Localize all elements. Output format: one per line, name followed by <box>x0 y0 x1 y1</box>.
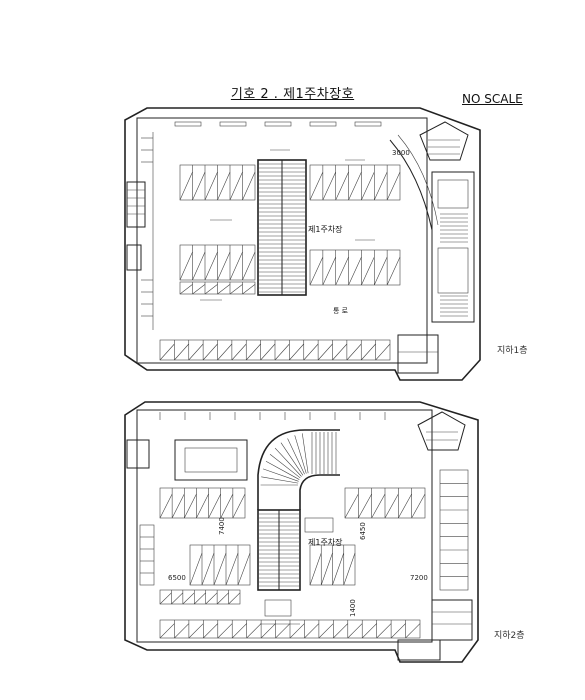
plan-b1-left-core <box>126 181 146 228</box>
plan-b2-dim-1: 7400 <box>218 517 226 535</box>
plan-b2-level-label: 지하2층 <box>494 631 525 641</box>
plan-b1: 3000 제1주차장 통 로 <box>124 107 481 381</box>
plan-b2-room <box>174 439 248 481</box>
plan-b2-dim-2: 6450 <box>359 522 367 540</box>
plan-b1-right-core <box>431 171 475 323</box>
scale-note: NO SCALE <box>462 92 523 106</box>
plan-b1-corner-stair <box>419 121 469 161</box>
plan-b2: 제1주차장 7400 6450 6500 7200 1400 <box>124 401 479 663</box>
plan-b1-level-label: 지하1층 <box>497 346 528 356</box>
plan-b1-inner-wall <box>136 117 428 364</box>
plan-b1-dimension: 3000 <box>392 149 410 157</box>
plan-b2-dim-3: 6500 <box>168 574 186 582</box>
plan-b1-left-stalls <box>141 132 154 330</box>
plan-b2-dim-4: 7200 <box>410 574 428 582</box>
plan-b2-outline <box>124 401 479 663</box>
plan-b1-outline <box>124 107 481 381</box>
plan-b2-dim-5: 1400 <box>349 599 357 617</box>
plan-b2-ramp-outer <box>257 429 340 510</box>
plan-b2-inner-wall <box>136 409 433 643</box>
page-title: 기호 2 . 제1주차장호 <box>230 87 355 102</box>
plan-b2-room-label: 제1주차장 <box>308 537 343 547</box>
plan-b1-top-windows <box>174 121 382 127</box>
plan-b2-ramp-inner <box>299 474 340 510</box>
plan-b1-room-label: 제1주차장 <box>308 224 343 234</box>
plan-b1-sub-label: 통 로 <box>333 307 349 315</box>
